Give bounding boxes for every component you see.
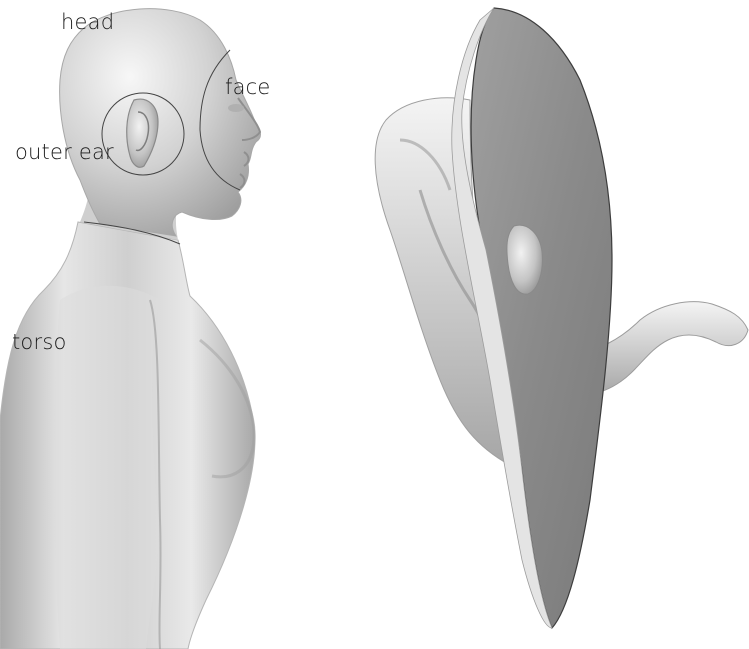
shoulder-shade [54,286,160,649]
ear-canal-model [375,8,748,628]
label-head: head [61,12,114,33]
head-region [60,9,261,236]
eye-shape [228,104,244,112]
label-torso: torso [12,332,67,353]
label-outer-ear: outer ear [15,142,114,163]
human-model [0,9,261,649]
label-face: face [225,77,271,98]
